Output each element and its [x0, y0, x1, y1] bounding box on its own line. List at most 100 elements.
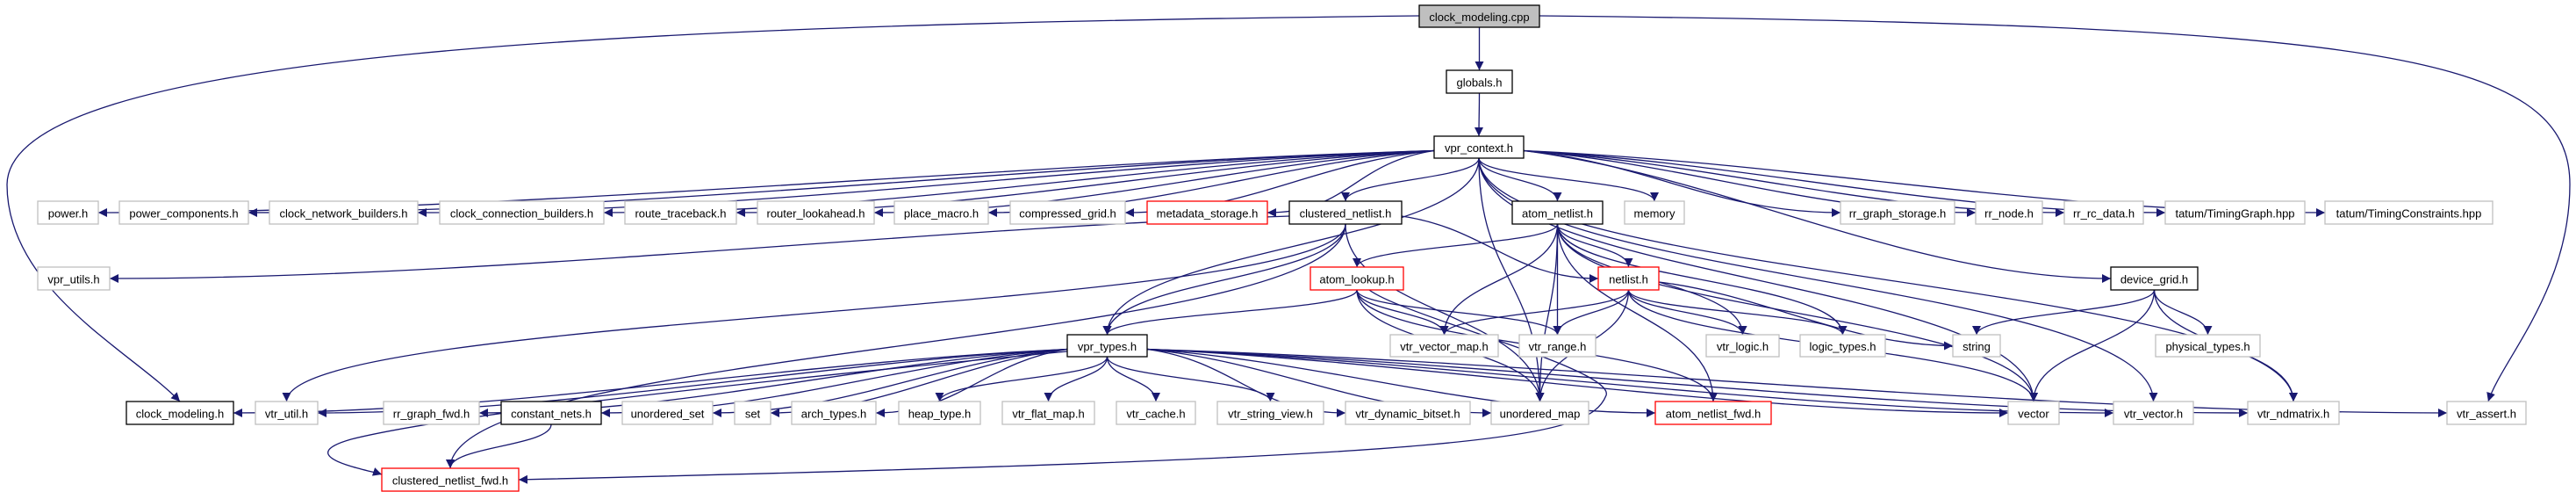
graph-node-vpr-context[interactable]: vpr_context.h — [1433, 135, 1525, 159]
graph-node-clustered-netlist-fwd[interactable]: clustered_netlist_fwd.h — [381, 467, 520, 492]
graph-node-vector: vector — [2007, 401, 2060, 425]
graph-node-arch-types: arch_types.h — [791, 401, 877, 425]
node-box — [1418, 4, 1540, 28]
graph-node-rr-graph-storage: rr_graph_storage.h — [1840, 200, 1955, 225]
dependency-edge — [446, 223, 1346, 469]
graph-node-vtr-cache: vtr_cache.h — [1116, 401, 1196, 425]
node-box — [500, 401, 602, 425]
node-label: rr_node.h — [1984, 207, 2034, 221]
graph-node-router-lookahead: router_lookahead.h — [757, 200, 875, 225]
node-box — [734, 401, 771, 425]
node-box — [1597, 266, 1660, 291]
node-box — [255, 401, 319, 425]
node-box — [2324, 200, 2493, 225]
node-label: clock_modeling.cpp — [1429, 11, 1529, 24]
node-label: power.h — [48, 207, 89, 221]
dependency-edge — [1146, 348, 2009, 417]
node-box — [2446, 401, 2527, 425]
dependency-edge — [1345, 223, 1545, 402]
node-box — [2164, 200, 2306, 225]
dependency-edge — [1475, 92, 1484, 137]
graph-node-constant-nets[interactable]: constant_nets.h — [500, 401, 602, 425]
node-box — [1146, 200, 1268, 225]
dependency-edge — [1627, 289, 1747, 336]
graph-node-physical-types: physical_types.h — [2155, 334, 2261, 358]
graph-node-atom-netlist-fwd[interactable]: atom_netlist_fwd.h — [1654, 401, 1772, 425]
dependency-edge — [109, 215, 1290, 283]
graph-node-vtr-logic: vtr_logic.h — [1705, 334, 1780, 358]
graph-node-globals[interactable]: globals.h — [1446, 69, 1513, 94]
node-label: vtr_vector.h — [2124, 408, 2183, 421]
graph-node-metadata-storage[interactable]: metadata_storage.h — [1146, 200, 1268, 225]
dependency-edge — [1341, 157, 1480, 202]
node-label: vtr_string_view.h — [1228, 408, 1313, 421]
dependency-edge — [518, 289, 1607, 484]
node-label: vpr_context.h — [1445, 141, 1513, 155]
dependency-edge — [2029, 289, 2156, 402]
dependency-edge — [1401, 215, 1599, 283]
dependency-edge — [446, 423, 552, 469]
node-box — [2007, 401, 2060, 425]
node-box — [1001, 401, 1095, 425]
graph-node-vpr-types[interactable]: vpr_types.h — [1066, 334, 1148, 358]
dependency-edge — [1556, 223, 1633, 268]
node-box — [2110, 266, 2199, 291]
node-box — [898, 401, 981, 425]
node-box — [1518, 334, 1597, 358]
dependency-edge — [282, 223, 1346, 402]
graph-node-atom-lookup[interactable]: atom_lookup.h — [1310, 266, 1404, 291]
node-box — [439, 200, 605, 225]
dependency-edge — [1478, 157, 1545, 402]
graph-node-root[interactable]: clock_modeling.cpp — [1418, 4, 1540, 28]
node-label: metadata_storage.h — [1157, 207, 1259, 221]
node-label: atom_netlist.h — [1522, 207, 1593, 221]
node-label: rr_graph_fwd.h — [393, 408, 470, 421]
graph-node-logic-types: logic_types.h — [1799, 334, 1886, 358]
node-label: clock_connection_builders.h — [450, 207, 593, 221]
graph-node-vtr-dynamic-bitset: vtr_dynamic_bitset.h — [1345, 401, 1471, 425]
dependency-edge — [1102, 223, 1346, 336]
graph-node-atom-netlist[interactable]: atom_netlist.h — [1511, 200, 1604, 225]
node-label: arch_types.h — [801, 408, 866, 421]
node-box — [37, 200, 99, 225]
node-box — [621, 401, 714, 425]
dependency-edge — [1478, 157, 2158, 402]
node-box — [1490, 401, 1589, 425]
node-label: vpr_utils.h — [47, 273, 99, 286]
node-label: memory — [1634, 207, 1675, 221]
graph-node-clock-modeling-h[interactable]: clock_modeling.h — [126, 401, 234, 425]
graph-node-netlist[interactable]: netlist.h — [1597, 266, 1660, 291]
graph-node-rr-rc-data: rr_rc_data.h — [2063, 200, 2144, 225]
node-label: netlist.h — [1609, 273, 1648, 286]
dependency-edge — [1556, 223, 1718, 402]
graph-node-place-macro: place_macro.h — [893, 200, 989, 225]
node-label: unordered_set — [631, 408, 705, 421]
node-label: set — [745, 408, 761, 421]
dependency-edge — [1356, 289, 1562, 336]
dependency-edge — [1553, 289, 1630, 336]
node-label: rr_rc_data.h — [2073, 207, 2135, 221]
node-box — [1446, 69, 1513, 94]
graph-node-clustered-netlist[interactable]: clustered_netlist.h — [1288, 200, 1403, 225]
graph-node-compressed-grid: compressed_grid.h — [1009, 200, 1126, 225]
dependency-edge — [1146, 348, 2249, 417]
graph-node-vpr-utils: vpr_utils.h — [37, 266, 111, 291]
node-label: clock_modeling.h — [136, 408, 224, 421]
node-label: tatum/TimingGraph.hpp — [2175, 207, 2294, 221]
dependency-edge — [6, 15, 1420, 402]
node-label: clustered_netlist_fwd.h — [392, 474, 508, 488]
node-label: vtr_range.h — [1529, 340, 1587, 353]
node-label: vtr_util.h — [265, 408, 308, 421]
node-label: power_components.h — [129, 207, 238, 221]
node-label: constant_nets.h — [511, 408, 592, 421]
graph-node-rr-node: rr_node.h — [1975, 200, 2043, 225]
node-box — [1009, 200, 1126, 225]
graph-node-timing-graph: tatum/TimingGraph.hpp — [2164, 200, 2306, 225]
dependency-edge — [935, 356, 1109, 402]
graph-node-device-grid[interactable]: device_grid.h — [2110, 266, 2199, 291]
graph-node-timing-constraints: tatum/TimingConstraints.hpp — [2324, 200, 2493, 225]
dependency-edge — [2153, 289, 2213, 336]
node-label: vpr_types.h — [1078, 340, 1137, 353]
node-box — [383, 401, 480, 425]
